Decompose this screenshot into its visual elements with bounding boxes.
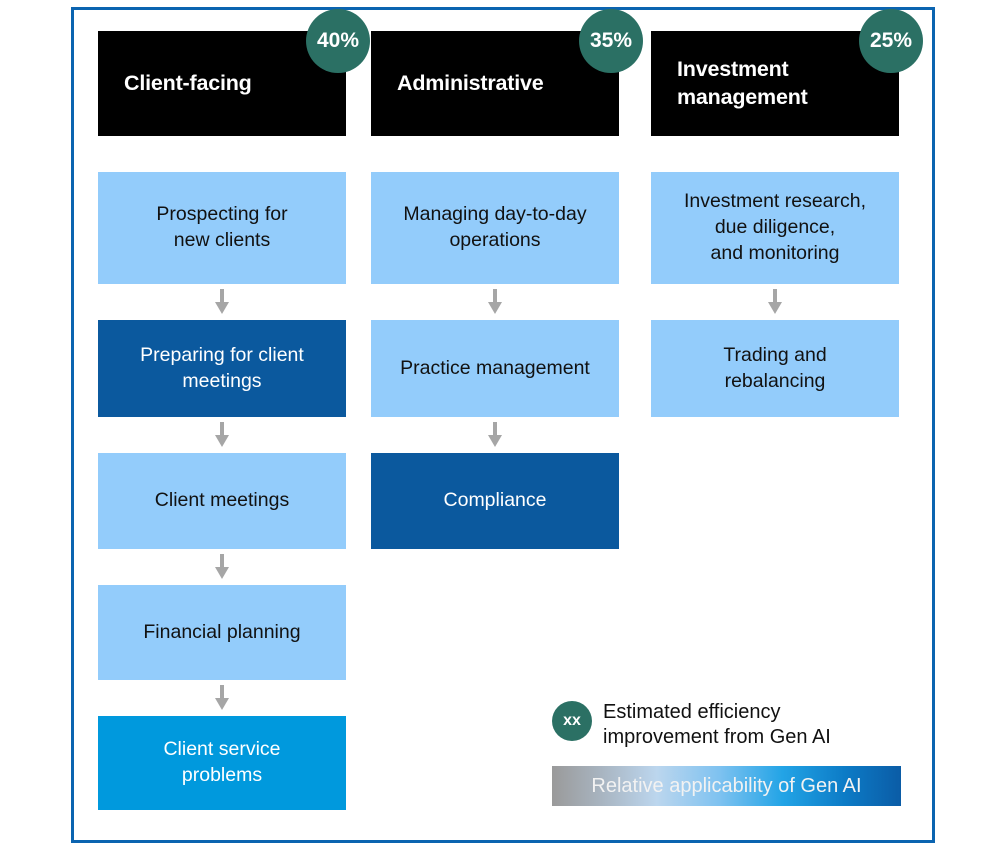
header-spacer xyxy=(98,136,346,172)
flow-arrow-down-icon xyxy=(371,417,619,453)
efficiency-badge-client-facing: 40% xyxy=(306,9,370,73)
task-box[interactable]: Practice management xyxy=(371,320,619,417)
flow-arrow-down-icon xyxy=(651,284,899,320)
gen-ai-applicability-gradient-bar: Relative applicability of Gen AI xyxy=(552,766,901,806)
column-header-administrative: Administrative 35% xyxy=(371,9,643,136)
header-spacer xyxy=(651,136,899,172)
efficiency-badge-investment-management: 25% xyxy=(859,9,923,73)
legend-xx-badge: xx xyxy=(552,701,592,741)
column-title: Client-facing xyxy=(124,70,252,95)
flow-arrow-down-icon xyxy=(98,549,346,585)
column-title: Administrative xyxy=(397,70,544,95)
diagram-frame xyxy=(71,7,935,843)
task-box[interactable]: Investment research,due diligence,and mo… xyxy=(651,172,899,284)
task-box[interactable]: Compliance xyxy=(371,453,619,549)
task-box[interactable]: Client meetings xyxy=(98,453,346,549)
efficiency-badge-administrative: 35% xyxy=(579,9,643,73)
column-header-client-facing: Client-facing 40% xyxy=(98,9,370,136)
flow-arrow-down-icon xyxy=(98,284,346,320)
header-spacer xyxy=(371,136,619,172)
gradient-bar-label: Relative applicability of Gen AI xyxy=(591,775,862,797)
flow-arrow-down-icon xyxy=(371,284,619,320)
flow-arrow-down-icon xyxy=(98,417,346,453)
task-box[interactable]: Financial planning xyxy=(98,585,346,680)
flow-arrow-down-icon xyxy=(98,680,346,716)
